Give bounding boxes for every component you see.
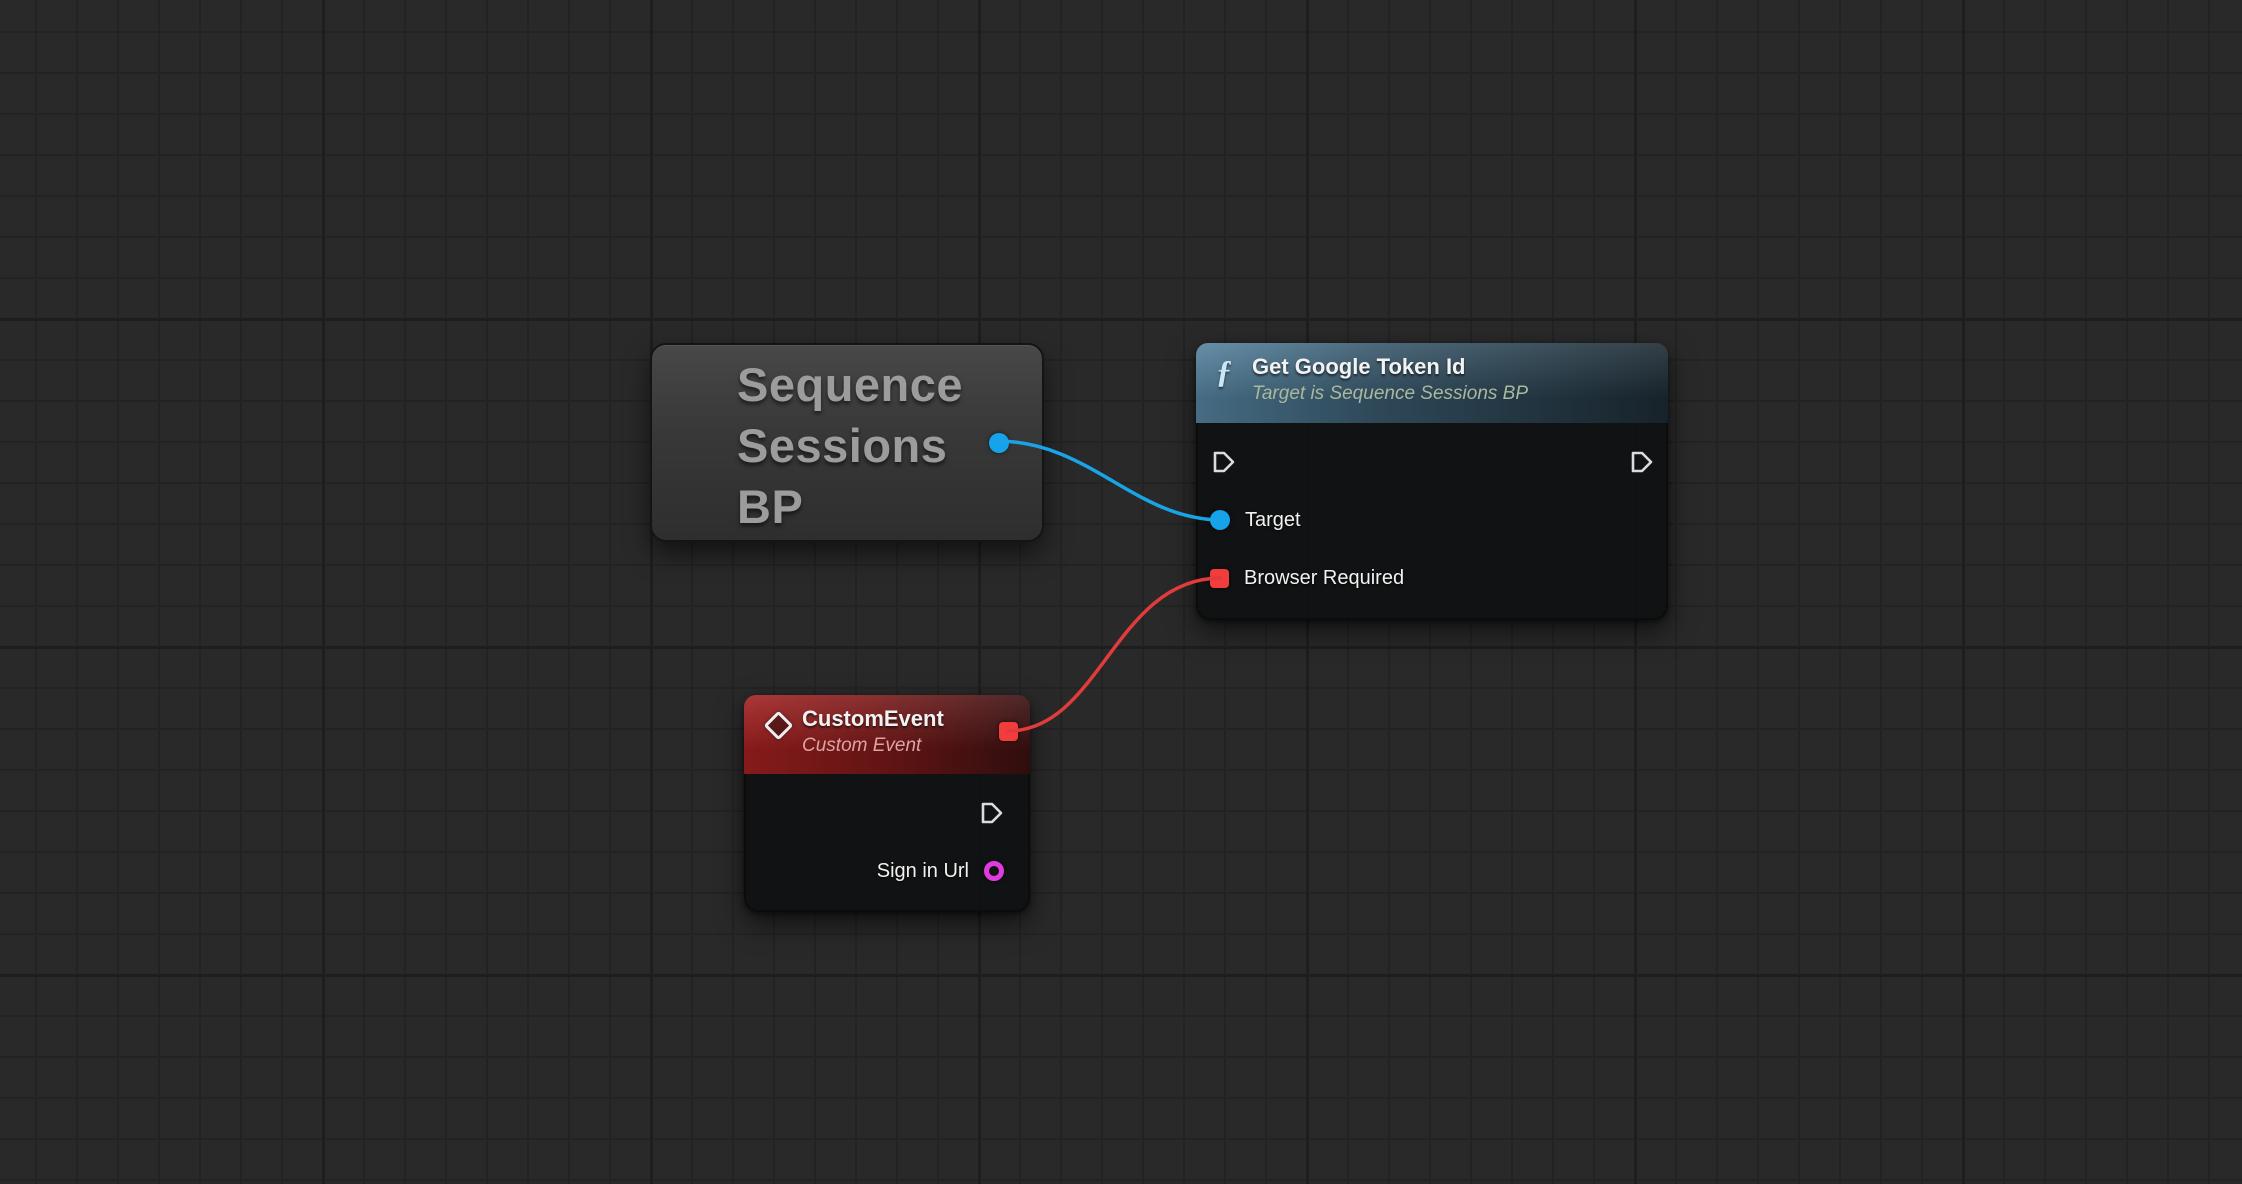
node-sequence-sessions-bp[interactable]: Sequence Sessions BP [650, 343, 1044, 542]
target-input-pin[interactable] [1210, 510, 1230, 530]
browser-required-input-pin[interactable] [1210, 568, 1229, 588]
delegate-output-pin[interactable] [999, 722, 1018, 741]
node-subtitle: Target is Sequence Sessions BP [1252, 383, 1529, 404]
exec-pin-row [1196, 433, 1668, 491]
title-line: Sequence [737, 358, 964, 411]
event-diamond-icon [763, 710, 794, 741]
exec-input-pin[interactable] [1210, 449, 1236, 475]
node-header[interactable]: ƒ Get Google Token Id Target is Sequence… [1196, 343, 1668, 423]
node-custom-event[interactable]: CustomEvent Custom Event Sign in Url [744, 695, 1030, 912]
wire-delegate-browser-required[interactable] [1006, 576, 1223, 733]
node-title: CustomEvent [802, 706, 944, 731]
node-title: Get Google Token Id [1252, 354, 1466, 379]
target-pin-label: Target [1245, 508, 1301, 531]
title-line: BP [737, 480, 804, 533]
title-line: Sessions [737, 419, 948, 472]
sign-in-url-pin-label: Sign in Url [876, 859, 969, 882]
exec-output-pin[interactable] [1628, 449, 1654, 475]
exec-pin-row [744, 784, 1030, 842]
sign-in-url-pin-row: Sign in Url [744, 842, 1030, 900]
node-subtitle: Custom Event [802, 735, 922, 756]
exec-output-pin[interactable] [978, 800, 1004, 826]
function-icon: ƒ [1216, 353, 1232, 389]
object-output-pin[interactable] [989, 432, 1009, 453]
browser-required-pin-row: Browser Required [1196, 549, 1668, 607]
node-header[interactable]: CustomEvent Custom Event [744, 695, 1030, 774]
target-pin-row: Target [1196, 491, 1668, 549]
browser-required-pin-label: Browser Required [1244, 566, 1405, 589]
node-title: Sequence Sessions BP [652, 345, 1042, 537]
node-get-google-token-id[interactable]: ƒ Get Google Token Id Target is Sequence… [1196, 343, 1668, 620]
sign-in-url-output-pin[interactable] [984, 861, 1004, 881]
